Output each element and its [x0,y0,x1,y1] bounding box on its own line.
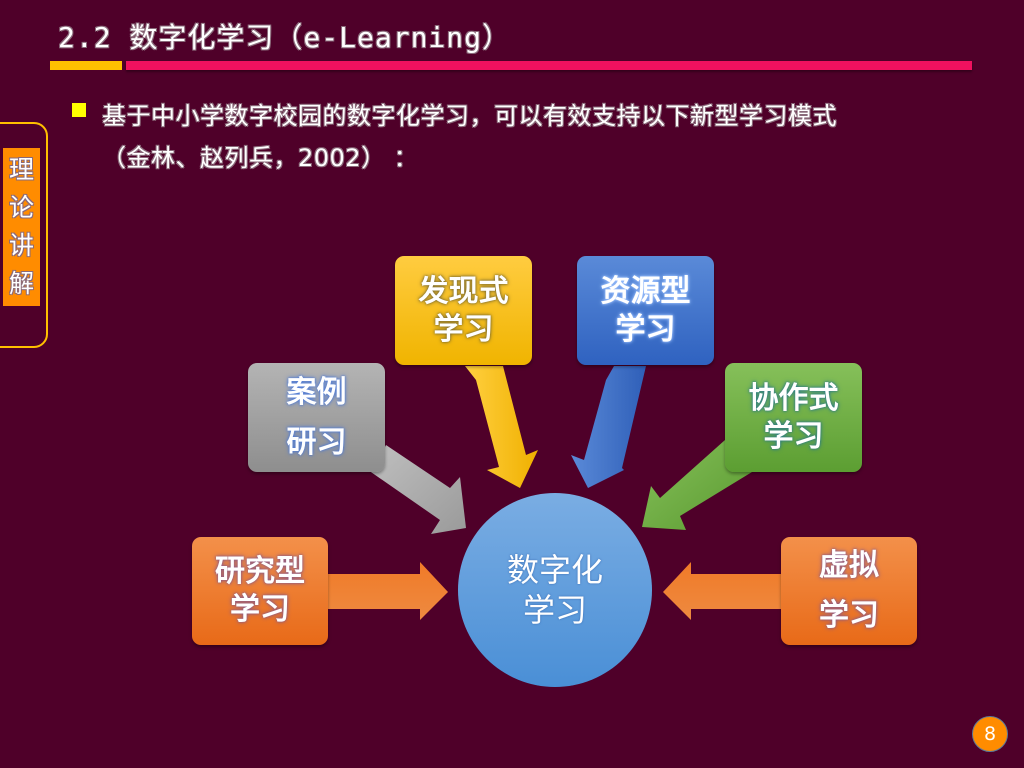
title-underline-yellow [50,61,122,70]
square-bullet-icon [72,103,86,117]
node-collaborative-learning[interactable]: 协作式 学习 [725,363,862,472]
arrow-collaborative [642,440,752,530]
node-label: 协作式 [748,380,839,416]
node-label: 学习 [230,592,290,627]
arrow-research [328,562,448,620]
node-resource-learning[interactable]: 资源型 学习 [577,256,714,365]
node-label: 研究型 [215,554,305,589]
side-tab-frame [0,122,48,348]
center-label: 学习 [522,591,587,629]
node-discovery-learning[interactable]: 发现式 学习 [395,256,532,365]
node-label: 资源型 [600,273,691,309]
node-label: 学习 [433,311,494,347]
side-tab-char: 解 [8,269,34,298]
node-label: 研习 [286,424,347,460]
node-label: 虚拟 [819,548,879,583]
node-label: 学习 [819,598,879,633]
center-digital-learning[interactable]: 数字化 学习 [458,493,652,687]
node-label: 发现式 [418,273,509,309]
arrow-discovery [465,366,538,488]
node-label: 学习 [763,418,824,454]
side-tab-char: 讲 [8,231,34,260]
node-label: 学习 [615,311,676,347]
node-case-study[interactable]: 案例 研习 [248,363,385,472]
side-tab-theory-lecture[interactable]: 理 论 讲 解 [3,148,40,306]
node-research-learning[interactable]: 研究型 学习 [192,537,328,645]
arrow-resource [571,366,646,488]
arrow-case [368,445,466,534]
center-label: 数字化 [506,551,603,589]
bullet-text-line1: 基于中小学数字校园的数字化学习，可以有效支持以下新型学习模式 [102,102,837,130]
node-label: 案例 [286,374,347,410]
side-tab-char: 理 [8,155,34,184]
slide-title: 2.2 数字化学习（e-Learning） [58,21,512,54]
side-tab-char: 论 [8,193,34,222]
bullet-text-line2: （金林、赵列兵，2002） ： [102,144,419,172]
page-number-badge: 8 [972,716,1008,752]
node-virtual-learning[interactable]: 虚拟 学习 [781,537,917,645]
arrow-virtual [663,562,781,620]
title-underline-pink [126,61,972,70]
